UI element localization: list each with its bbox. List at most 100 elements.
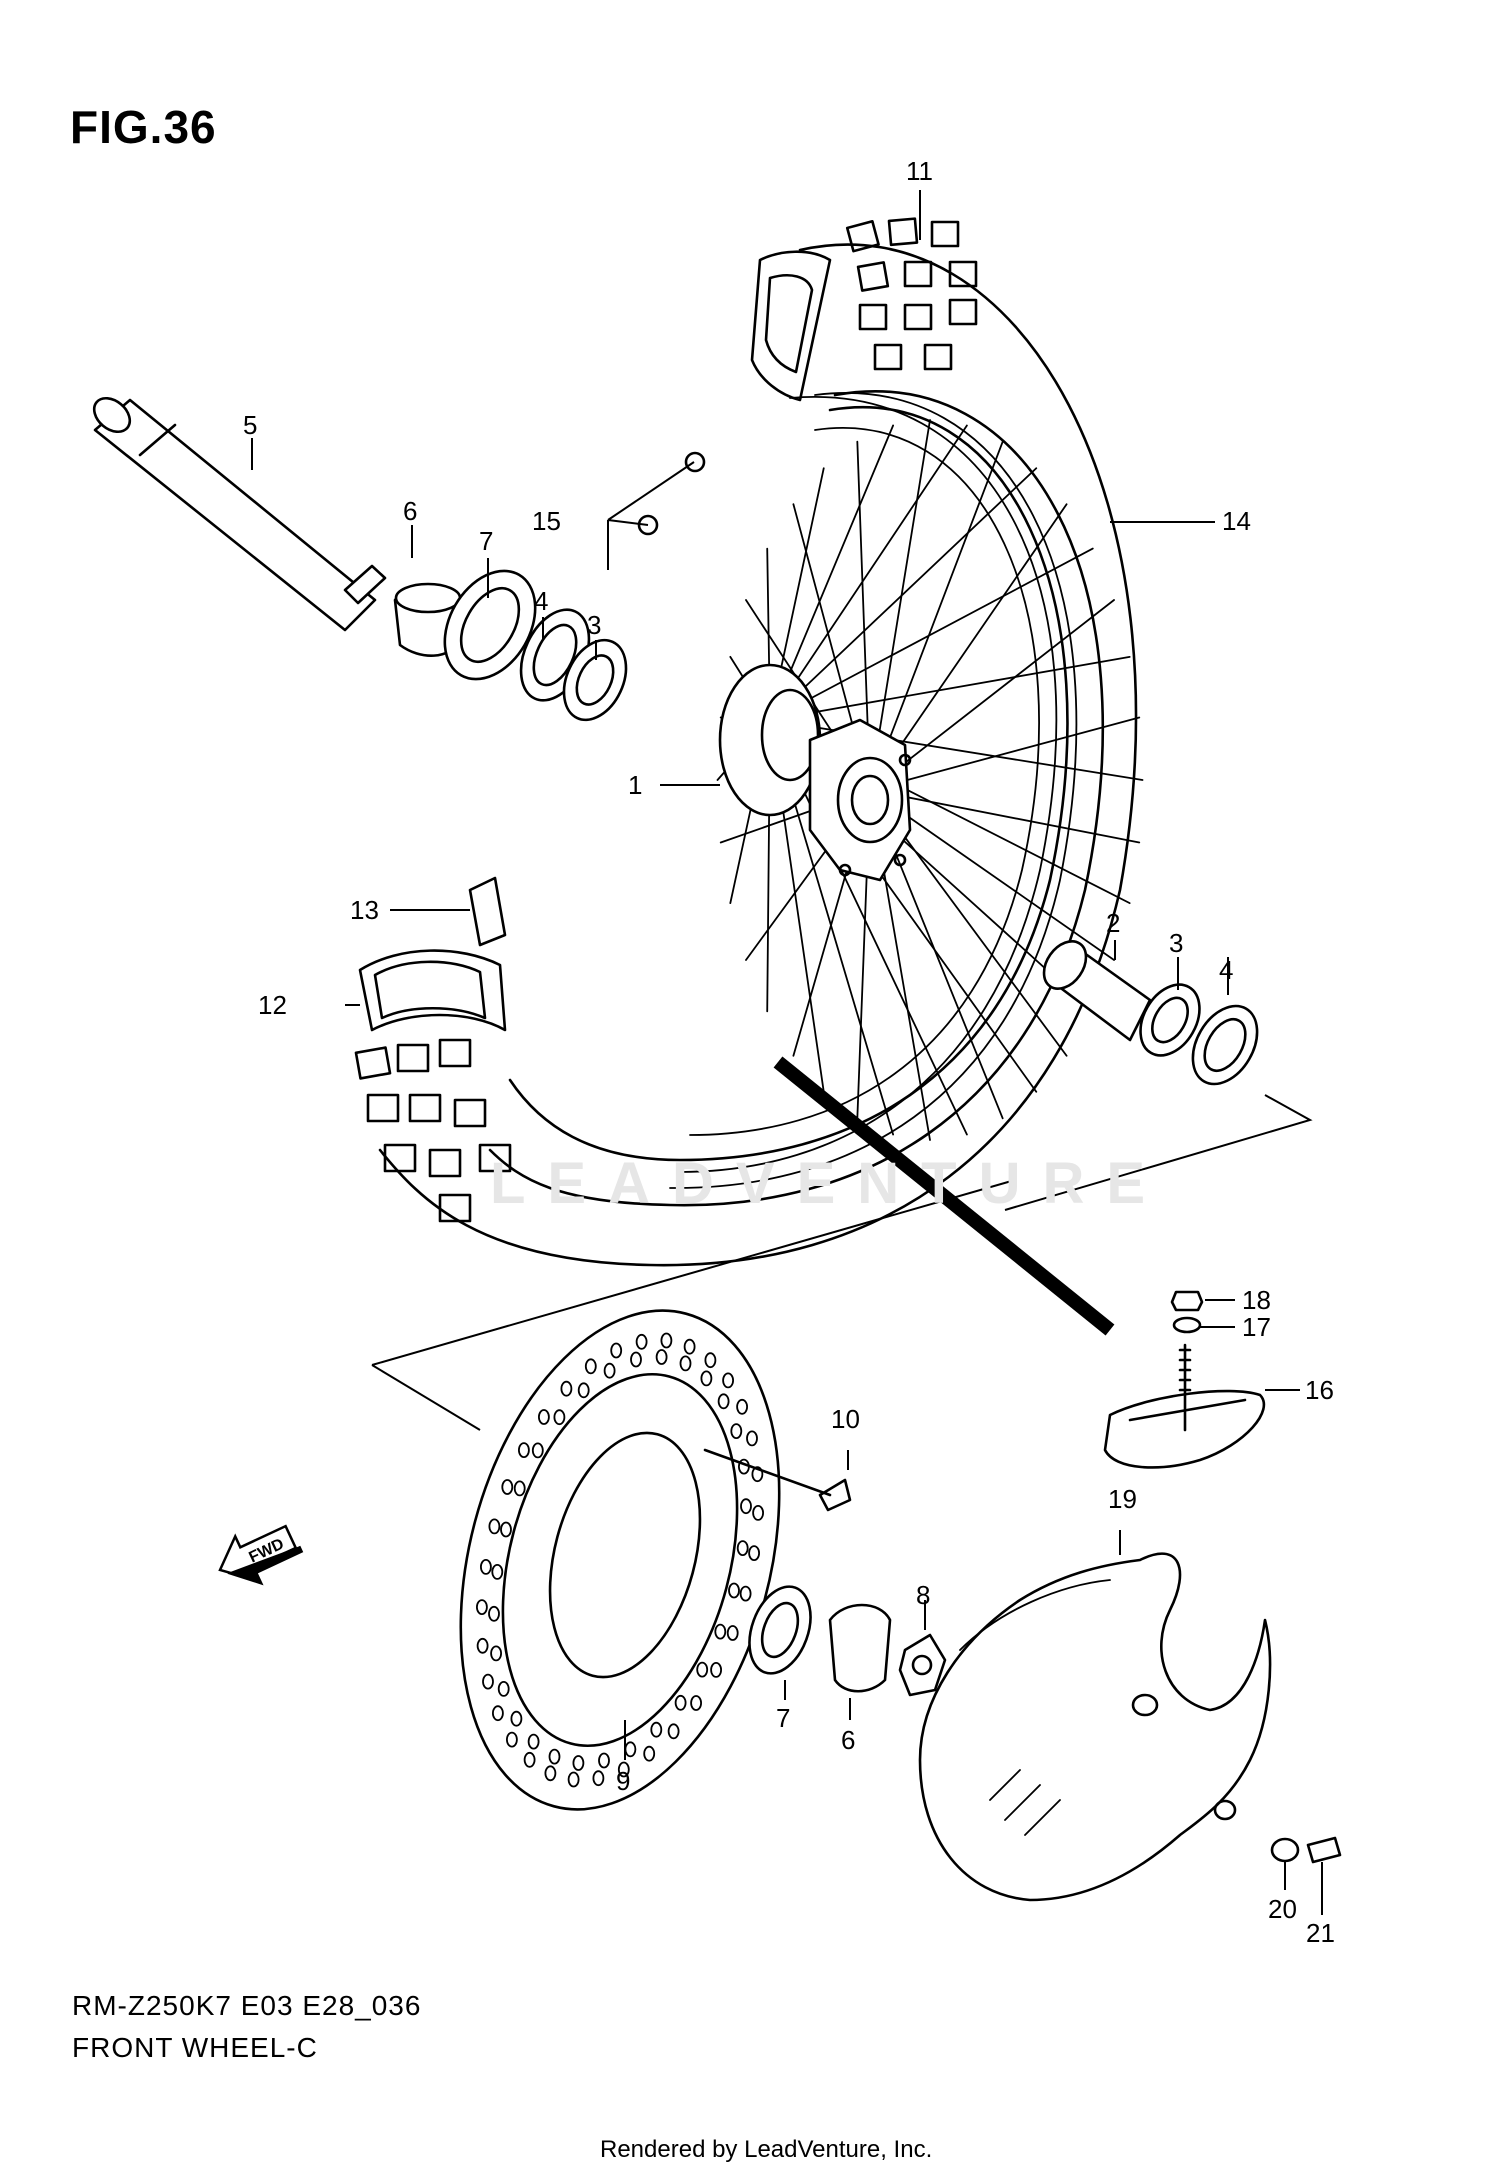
spoke: [869, 789, 1115, 961]
disc-hole: [667, 1723, 680, 1740]
disc-hole: [491, 1705, 504, 1722]
render-credit: Rendered by LeadVenture, Inc.: [600, 2136, 933, 2163]
disc-hole: [752, 1505, 764, 1521]
disc-hole: [490, 1645, 503, 1662]
lower-hub-parts: [748, 1585, 947, 1697]
disc-hole: [610, 1342, 623, 1359]
watermark: LEADVENTURE: [490, 1151, 1168, 1216]
section-name: FRONT WHEEL-C: [72, 2032, 318, 2063]
disc-hole: [674, 1694, 687, 1711]
spoke: [769, 467, 1038, 721]
callout-16: 16: [1305, 1375, 1334, 1405]
disc-hole: [501, 1479, 514, 1495]
disc-hole: [726, 1625, 739, 1641]
callout-9: 9: [616, 1766, 631, 1796]
disc-hole: [510, 1710, 523, 1727]
disc-hole: [598, 1752, 610, 1769]
disc-hole: [475, 1599, 488, 1615]
callout-17: 17: [1242, 1312, 1271, 1342]
disc-hole: [488, 1605, 500, 1622]
right-hub-parts: [1042, 940, 1259, 1086]
disc-hole: [736, 1540, 749, 1556]
disc-hole: [736, 1398, 748, 1415]
callout-4-left: 4: [534, 586, 549, 616]
disc-hole: [617, 1761, 630, 1778]
callout-14: 14: [1222, 506, 1251, 536]
callout-13: 13: [350, 895, 379, 925]
disc-hole: [679, 1355, 692, 1372]
disc-hole: [548, 1748, 561, 1765]
disc-hole: [730, 1423, 743, 1439]
disc-hole: [505, 1731, 518, 1748]
disc-hole: [714, 1623, 727, 1640]
spoke: [769, 655, 1131, 721]
left-hub-parts: [393, 569, 628, 722]
callout-15: 15: [532, 506, 561, 536]
disc-hole: [630, 1351, 642, 1368]
callout-18: 18: [1242, 1285, 1271, 1315]
disc-hole: [704, 1352, 717, 1369]
callout-6-left: 6: [403, 496, 418, 526]
callout-12: 12: [258, 990, 287, 1020]
hub: [718, 663, 912, 882]
disc-hole: [650, 1721, 663, 1738]
disc-hole: [717, 1393, 730, 1410]
disc-hole: [643, 1745, 656, 1762]
figure-title: FIG.36: [70, 101, 217, 153]
disc-hole: [739, 1585, 752, 1602]
disc-hole: [482, 1673, 494, 1690]
disc-hole: [531, 1442, 544, 1459]
callout-5: 5: [243, 410, 258, 440]
disc-hole: [584, 1358, 597, 1375]
axle: [92, 396, 387, 632]
disc-hole: [660, 1332, 673, 1349]
disc-hole: [560, 1380, 573, 1397]
disc-hole: [722, 1372, 734, 1389]
disc-hole: [538, 1409, 550, 1425]
forward-direction-arrow-icon: FWD: [218, 1524, 304, 1586]
callout-8: 8: [916, 1580, 931, 1610]
disc-hole: [696, 1661, 709, 1678]
disc-hole: [488, 1518, 501, 1535]
callout-7-lower: 7: [776, 1703, 791, 1733]
disc-hole: [751, 1466, 764, 1483]
callout-2: 2: [1106, 908, 1121, 938]
model-code: RM-Z250K7 E03 E28_036: [72, 1990, 422, 2021]
disc-hole: [567, 1771, 580, 1788]
disc-hole: [476, 1637, 489, 1654]
callout-3-right: 3: [1169, 928, 1184, 958]
callout-3-left: 3: [587, 610, 602, 640]
spoke: [869, 716, 1141, 791]
disc-hole: [683, 1338, 696, 1355]
disc-hole: [518, 1442, 530, 1458]
disc-hole: [603, 1362, 616, 1379]
callout-10: 10: [831, 1404, 860, 1434]
spoke: [769, 547, 1094, 721]
disc-cover: [918, 1552, 1342, 1902]
disc-hole: [746, 1430, 758, 1447]
rim-lock-parts: [468, 451, 1266, 1469]
disc-hole: [497, 1681, 510, 1697]
disc-hole: [740, 1498, 752, 1515]
disc-hole: [553, 1409, 566, 1426]
callout-6-lower: 6: [841, 1725, 856, 1755]
disc-hole: [690, 1695, 702, 1711]
disc-hole: [523, 1751, 536, 1768]
spoke: [869, 789, 1141, 844]
callout-21: 21: [1306, 1918, 1335, 1948]
brake-disc: [459, 1309, 852, 1811]
disc-hole: [710, 1662, 722, 1678]
disc-hole: [728, 1582, 740, 1599]
disc-hole: [635, 1333, 648, 1350]
callout-4-right: 4: [1219, 955, 1234, 985]
assembly-outline: [371, 1056, 1313, 1431]
disc-hole: [544, 1765, 557, 1782]
disc-hole: [527, 1733, 540, 1750]
callout-1: 1: [628, 770, 643, 800]
disc-hole: [513, 1480, 526, 1497]
callout-7-left: 7: [479, 526, 494, 556]
callout-11: 11: [906, 156, 933, 186]
callout-leaders: [251, 190, 1323, 1915]
disc-hole: [592, 1770, 605, 1787]
disc-hole: [577, 1382, 590, 1399]
